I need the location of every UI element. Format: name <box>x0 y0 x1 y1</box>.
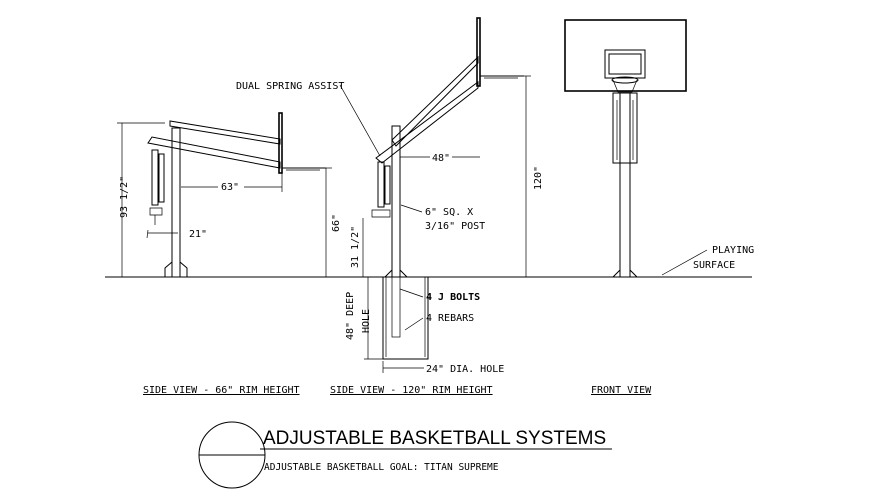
title-block: ADJUSTABLE BASKETBALL SYSTEMS ADJUSTABLE… <box>198 421 612 489</box>
dim-31: 31 1/2" <box>350 226 361 268</box>
label-dia-hole: 24" DIA. HOLE <box>426 364 504 375</box>
dim-48: 48" <box>432 153 450 164</box>
lower-arm-66 <box>147 136 281 169</box>
label-playing-2: SURFACE <box>693 260 735 271</box>
lower-arm-120 <box>375 81 479 164</box>
label-rebars: 4 REBARS <box>426 313 474 324</box>
backboard-front <box>564 19 687 92</box>
backboard-66 <box>278 112 283 174</box>
dim-48-deep-1: 48" DEEP <box>345 292 356 340</box>
side-view-66: 93 1/2" 63" 21" 66" SIDE VIEW - 66" RIM … <box>117 112 342 396</box>
upper-arm-66 <box>169 120 281 145</box>
label-dual-spring-assist: DUAL SPRING ASSIST <box>236 81 344 92</box>
dim-63: 63" <box>221 182 239 193</box>
caption-side-120: SIDE VIEW - 120" RIM HEIGHT <box>330 385 493 396</box>
footing-hole <box>382 276 429 360</box>
post-66 <box>171 127 181 278</box>
caption-side-66: SIDE VIEW - 66" RIM HEIGHT <box>143 385 300 396</box>
dim-21: 21" <box>189 229 207 240</box>
label-post-1: 6" SQ. X <box>425 207 473 218</box>
dim-93: 93 1/2" <box>119 176 130 218</box>
title-main: ADJUSTABLE BASKETBALL SYSTEMS <box>263 428 606 449</box>
dim-120: 120" <box>533 166 544 190</box>
side-view-120: DUAL SPRING ASSIST 6" SQ. X 3/16" POST 4… <box>236 17 544 396</box>
dim-48-deep-2: HOLE <box>361 309 372 333</box>
front-view: PLAYING SURFACE FRONT VIEW <box>564 19 754 396</box>
label-playing-1: PLAYING <box>712 245 754 256</box>
post-120 <box>391 125 401 278</box>
dim-66: 66" <box>331 214 342 232</box>
caption-front: FRONT VIEW <box>591 385 652 396</box>
upper-arm-120 <box>391 55 479 147</box>
label-j-bolts: 4 J BOLTS <box>426 292 480 303</box>
label-post-2: 3/16" POST <box>425 221 485 232</box>
title-sub: ADJUSTABLE BASKETBALL GOAL: TITAN SUPREM… <box>264 462 499 473</box>
target-square <box>604 49 646 79</box>
post-front <box>619 92 631 278</box>
backboard-120 <box>476 17 481 87</box>
